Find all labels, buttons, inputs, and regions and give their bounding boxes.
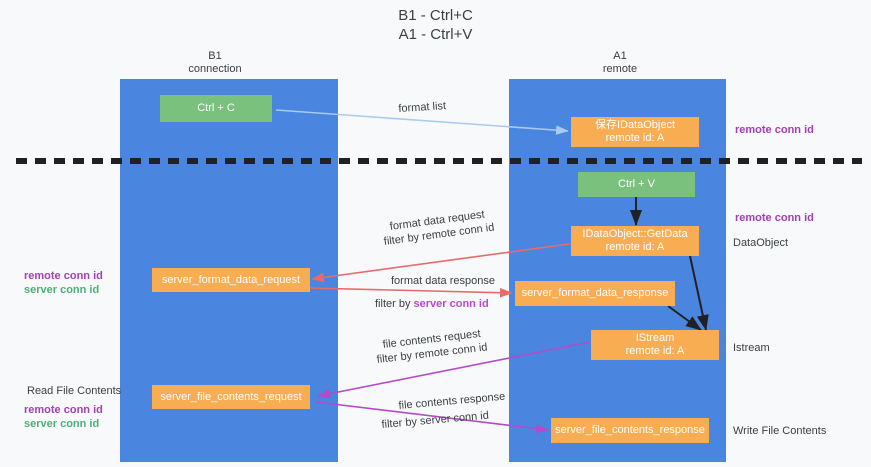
node-istream-label: IStream — [635, 332, 675, 344]
side-label-remote-conn-id-left-bot: remote conn id — [24, 404, 103, 416]
title-line-2: A1 - Ctrl+V — [398, 26, 473, 43]
filter-prefix: filter by — [375, 298, 414, 310]
side-label-remote-conn-id-mid: remote conn id — [735, 212, 814, 224]
node-remote-idataobject-sub: remote id: A — [605, 132, 665, 144]
side-label-istream: Istream — [733, 342, 770, 354]
node-ctrl-v[interactable]: Ctrl + V — [578, 172, 695, 197]
side-label-write-file-contents: Write File Contents — [733, 425, 827, 437]
side-label-remote-conn-id-left-mid: remote conn id — [24, 270, 103, 282]
diagram-title: B1 - Ctrl+C A1 - Ctrl+V — [0, 6, 871, 44]
node-idataobject-getdata[interactable]: IDataObject::GetData remote id: A — [571, 226, 699, 256]
side-label-read-file-contents: Read File Contents — [27, 385, 122, 397]
filter-key-server-conn-id: server conn id — [413, 298, 489, 310]
filter-prefix: filter by — [376, 349, 416, 366]
filter-prefix: filter by — [383, 230, 423, 248]
node-istream-sub: remote id: A — [625, 345, 685, 357]
side-label-server-conn-id-left-bot: server conn id — [24, 418, 100, 430]
node-server-format-data-request-label: server_format_data_request — [161, 273, 301, 286]
lane-header-a1-line2: remote — [602, 63, 638, 75]
filter-key-server-conn-id: server conn id — [419, 409, 490, 428]
edge-label-file-contents-response-text: file contents response — [398, 390, 506, 412]
node-server-file-contents-request[interactable]: server_file_contents_request — [152, 385, 310, 409]
side-label-server-conn-id-left-mid: server conn id — [24, 284, 100, 296]
lane-header-b1: B1 connection — [150, 50, 280, 76]
node-remote-idataobject[interactable]: 保存IDataObject remote id: A — [571, 117, 699, 147]
node-ctrl-c[interactable]: Ctrl + C — [160, 95, 272, 122]
lane-header-a1: A1 remote — [555, 50, 685, 76]
lane-header-b1-line2: connection — [188, 63, 242, 75]
filter-prefix: filter by — [381, 415, 421, 431]
node-server-format-data-response-label: server_format_data_response — [521, 287, 669, 299]
edge-label-format-data-response: format data response — [391, 274, 495, 288]
side-label-remote-conn-id-top: remote conn id — [735, 124, 814, 136]
edge-label-format-data-response-filter: filter by server conn id — [375, 297, 489, 311]
node-idataobject-getdata-label: IDataObject::GetData — [582, 228, 688, 240]
edge-label-file-contents-response-filter: filter by server conn id — [381, 409, 490, 433]
node-ctrl-c-label: Ctrl + C — [197, 102, 235, 114]
node-istream[interactable]: IStream remote id: A — [591, 330, 719, 360]
edge-label-format-data-response-text: format data response — [391, 275, 495, 287]
node-remote-idataobject-label: 保存IDataObject — [594, 119, 676, 131]
node-server-file-contents-request-label: server_file_contents_request — [160, 390, 302, 403]
lane-header-a1-line1: A1 — [613, 50, 627, 62]
node-server-format-data-request[interactable]: server_format_data_request — [152, 268, 310, 292]
node-server-file-contents-response[interactable]: server_file_contents_response — [551, 418, 709, 443]
node-server-file-contents-response-label: server_file_contents_response — [555, 424, 705, 436]
node-server-format-data-response[interactable]: server_format_data_response — [515, 281, 675, 306]
node-idataobject-getdata-sub: remote id: A — [605, 241, 665, 253]
node-ctrl-v-label: Ctrl + V — [618, 178, 655, 190]
edge-format-data-response — [309, 287, 513, 298]
edge-label-format-list: format list — [398, 100, 447, 115]
side-label-dataobject: DataObject — [733, 237, 789, 249]
edge-label-file-contents-response: file contents response — [398, 390, 506, 414]
lane-header-b1-line1: B1 — [208, 50, 222, 62]
title-line-1: B1 - Ctrl+C — [398, 7, 473, 24]
